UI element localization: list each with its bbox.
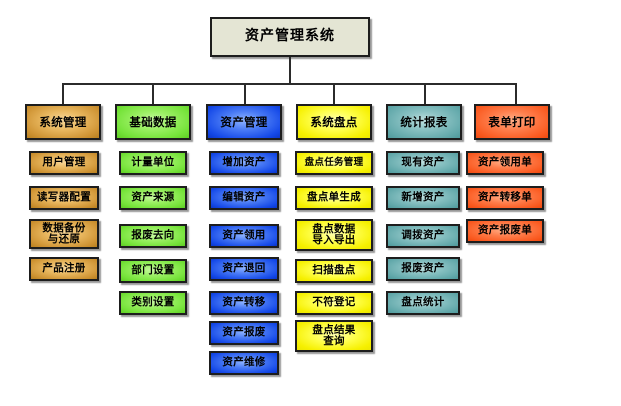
column-header-label: 基础数据 bbox=[129, 114, 177, 129]
column-header-system-stocktaking[interactable]: 系统盘点 bbox=[296, 104, 372, 140]
column-header-label: 系统盘点 bbox=[310, 114, 358, 129]
item-new-assets[interactable]: 新增资产 bbox=[386, 186, 460, 210]
item-stocktaking-result-query[interactable]: 盘点结果 查询 bbox=[295, 320, 373, 352]
connector-root-stem bbox=[289, 57, 291, 83]
item-stocktaking-task-management[interactable]: 盘点任务管理 bbox=[295, 151, 373, 175]
column-header-label: 统计报表 bbox=[400, 114, 448, 129]
item-label: 类别设置 bbox=[131, 296, 175, 309]
item-measurement-unit[interactable]: 计量单位 bbox=[119, 151, 187, 175]
item-label: 不符登记 bbox=[312, 296, 356, 309]
item-stocktaking-sheet-generation[interactable]: 盘点单生成 bbox=[295, 186, 373, 210]
item-label: 部门设置 bbox=[131, 264, 175, 277]
item-label: 计量单位 bbox=[131, 156, 175, 169]
item-label: 盘点单生成 bbox=[307, 191, 361, 204]
connector-drop-basic-data bbox=[152, 83, 154, 104]
column-header-label: 表单打印 bbox=[488, 114, 536, 129]
item-label: 盘点结果 查询 bbox=[312, 323, 356, 347]
item-label: 增加资产 bbox=[222, 156, 266, 169]
root-node-asset-management-system[interactable]: 资产管理系统 bbox=[210, 17, 370, 57]
item-asset-source[interactable]: 资产来源 bbox=[119, 186, 187, 210]
connector-horizontal-bus bbox=[62, 83, 517, 85]
column-header-system-management[interactable]: 系统管理 bbox=[25, 104, 101, 140]
root-node-label: 资产管理系统 bbox=[245, 28, 335, 45]
item-label: 数据备份 与还原 bbox=[42, 221, 86, 245]
item-label: 报废去向 bbox=[131, 229, 175, 242]
item-label: 盘点统计 bbox=[401, 296, 445, 309]
item-stocktaking-data-import-export[interactable]: 盘点数据 导入导出 bbox=[295, 219, 373, 251]
item-label: 盘点任务管理 bbox=[304, 156, 364, 168]
item-label: 读写器配置 bbox=[37, 191, 91, 204]
item-label: 调拨资产 bbox=[401, 229, 445, 242]
item-product-registration[interactable]: 产品注册 bbox=[29, 257, 99, 281]
item-asset-maintenance[interactable]: 资产维修 bbox=[209, 351, 279, 375]
item-asset-return[interactable]: 资产退回 bbox=[209, 257, 279, 281]
item-scrapped-assets[interactable]: 报废资产 bbox=[386, 257, 460, 281]
item-asset-scrap-form[interactable]: 资产报废单 bbox=[466, 219, 544, 243]
item-label: 盘点数据 导入导出 bbox=[312, 222, 356, 246]
connector-drop-system-stocktaking bbox=[333, 83, 335, 104]
item-add-asset[interactable]: 增加资产 bbox=[209, 151, 279, 175]
item-label: 资产领用单 bbox=[478, 156, 532, 169]
item-asset-transfer-form[interactable]: 资产转移单 bbox=[466, 186, 544, 210]
connector-drop-asset-management bbox=[244, 83, 246, 104]
item-data-backup-restore[interactable]: 数据备份 与还原 bbox=[29, 219, 99, 249]
item-scrap-destination[interactable]: 报废去向 bbox=[119, 224, 187, 248]
item-asset-requisition-form[interactable]: 资产领用单 bbox=[466, 151, 544, 175]
item-existing-assets[interactable]: 现有资产 bbox=[386, 151, 460, 175]
column-header-label: 系统管理 bbox=[39, 114, 87, 129]
item-label: 资产报废 bbox=[222, 326, 266, 339]
item-department-setting[interactable]: 部门设置 bbox=[119, 259, 187, 283]
item-asset-requisition[interactable]: 资产领用 bbox=[209, 224, 279, 248]
column-header-statistics-reports[interactable]: 统计报表 bbox=[386, 104, 462, 140]
connector-drop-statistics-reports bbox=[424, 83, 426, 104]
item-user-management[interactable]: 用户管理 bbox=[29, 151, 99, 175]
item-label: 报废资产 bbox=[401, 262, 445, 275]
item-transferred-assets[interactable]: 调拨资产 bbox=[386, 224, 460, 248]
item-label: 资产来源 bbox=[131, 191, 175, 204]
connector-drop-form-printing bbox=[515, 83, 517, 104]
item-scan-stocktaking[interactable]: 扫描盘点 bbox=[295, 259, 373, 283]
item-edit-asset[interactable]: 编辑资产 bbox=[209, 186, 279, 210]
item-label: 产品注册 bbox=[42, 262, 86, 275]
item-label: 资产维修 bbox=[222, 356, 266, 369]
item-label: 资产报废单 bbox=[478, 224, 532, 237]
column-header-form-printing[interactable]: 表单打印 bbox=[474, 104, 550, 140]
item-stocktaking-statistics[interactable]: 盘点统计 bbox=[386, 291, 460, 315]
column-header-asset-management[interactable]: 资产管理 bbox=[206, 104, 282, 140]
column-header-label: 资产管理 bbox=[220, 114, 268, 129]
item-label: 新增资产 bbox=[401, 191, 445, 204]
item-label: 资产领用 bbox=[222, 229, 266, 242]
item-label: 编辑资产 bbox=[222, 191, 266, 204]
item-reader-config[interactable]: 读写器配置 bbox=[29, 186, 99, 210]
item-label: 资产转移单 bbox=[478, 191, 532, 204]
item-label: 扫描盘点 bbox=[312, 264, 356, 277]
item-discrepancy-registration[interactable]: 不符登记 bbox=[295, 291, 373, 315]
item-label: 用户管理 bbox=[42, 156, 86, 169]
item-label: 资产转移 bbox=[222, 296, 266, 309]
item-category-setting[interactable]: 类别设置 bbox=[119, 291, 187, 315]
item-label: 现有资产 bbox=[401, 156, 445, 169]
column-header-basic-data[interactable]: 基础数据 bbox=[115, 104, 191, 140]
item-asset-transfer[interactable]: 资产转移 bbox=[209, 291, 279, 315]
connector-drop-system-management bbox=[62, 83, 64, 104]
item-label: 资产退回 bbox=[222, 262, 266, 275]
item-asset-scrap[interactable]: 资产报废 bbox=[209, 321, 279, 345]
